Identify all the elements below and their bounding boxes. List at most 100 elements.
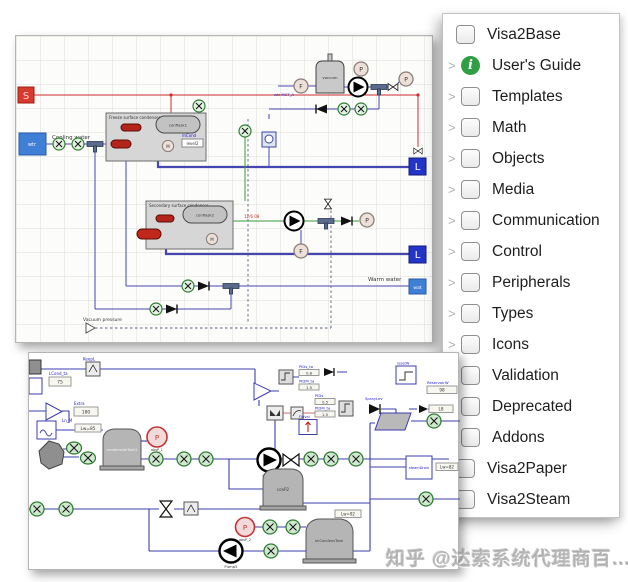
relay-block[interactable] — [278, 369, 294, 385]
tee-fitting-icon[interactable] — [317, 218, 335, 230]
tree-item-visa2base[interactable]: Visa2Base — [443, 19, 619, 50]
valve-icon[interactable] — [58, 501, 74, 517]
tree-item-communication[interactable]: > Communication — [443, 205, 619, 236]
tree-item-visa2steam[interactable]: Visa2Steam — [443, 484, 619, 515]
chevron-right-icon[interactable]: > — [448, 120, 456, 135]
gain-block[interactable] — [253, 382, 273, 401]
flow-gauge-F1[interactable]: F wtr MCT_A — [274, 78, 309, 97]
tree-item-validation[interactable]: Validation — [443, 360, 619, 391]
tree-item-peripherals[interactable]: > Peripherals — [443, 267, 619, 298]
package-icon[interactable] — [461, 366, 480, 385]
positioner-block[interactable] — [183, 501, 199, 516]
condensate-pump-icon[interactable] — [283, 210, 305, 232]
tree-item-visa2paper[interactable]: Visa2Paper — [443, 453, 619, 484]
tree-item-templates[interactable]: > Templates — [443, 81, 619, 112]
package-icon[interactable] — [456, 25, 475, 44]
shutoff-valve-icon[interactable] — [282, 452, 300, 468]
chevron-right-icon[interactable]: > — [448, 151, 456, 166]
tree-item-types[interactable]: > Types — [443, 298, 619, 329]
tree-item-icons[interactable]: > Icons — [443, 329, 619, 360]
vacuum-pressure-signal[interactable]: Vacuum pressure — [83, 317, 122, 334]
air-condens-tank[interactable]: airCondensTank — [302, 518, 357, 564]
heat-exchanger-shape[interactable] — [374, 412, 412, 431]
check-valve-icon[interactable] — [165, 303, 178, 315]
shutoff-valve-icon[interactable] — [387, 83, 399, 91]
warm-water-sink[interactable]: wat Warm water — [368, 277, 427, 295]
cooling-water-source[interactable]: wtr Cooling water — [18, 132, 91, 156]
valve-icon[interactable] — [176, 451, 192, 467]
gain-block[interactable] — [45, 402, 64, 421]
tee-fitting-icon[interactable] — [370, 84, 388, 96]
tee-fitting-icon[interactable] — [222, 283, 240, 295]
package-icon[interactable] — [461, 180, 480, 199]
chevron-right-icon[interactable]: > — [448, 337, 456, 352]
valve-icon[interactable] — [354, 102, 368, 116]
valve-icon[interactable] — [52, 137, 66, 151]
ejector-block[interactable] — [261, 131, 277, 148]
tree-item-objects[interactable]: > Objects — [443, 143, 619, 174]
valve-icon[interactable] — [263, 543, 279, 559]
check-valve-icon[interactable] — [315, 103, 328, 115]
check-valve-icon[interactable] — [197, 280, 210, 292]
package-icon[interactable] — [461, 87, 480, 106]
valve-icon[interactable] — [348, 451, 364, 467]
valve-icon[interactable] — [418, 491, 434, 507]
valve-icon[interactable] — [285, 519, 301, 535]
valve-icon[interactable] — [337, 102, 351, 116]
top-diagram-window[interactable]: S wtr Cooling water L L wat Warm water F… — [15, 35, 433, 343]
spray-check[interactable]: SprayLev — [365, 396, 383, 414]
chevron-right-icon[interactable]: > — [448, 244, 456, 259]
pressure-gauge-red[interactable]: P absP_1 — [146, 426, 168, 452]
package-icon[interactable] — [461, 118, 480, 137]
package-icon[interactable] — [461, 304, 480, 323]
tree-item-deprecated[interactable]: Deprecated — [443, 391, 619, 422]
conp2-tank[interactable]: conP2 — [259, 468, 307, 511]
valve-icon[interactable] — [148, 451, 164, 467]
chevron-right-icon[interactable]: > — [448, 306, 456, 321]
tree-item-math[interactable]: > Math — [443, 112, 619, 143]
condensate-tank[interactable]: condensateTank2 — [99, 428, 145, 471]
package-icon[interactable] — [461, 273, 480, 292]
package-icon[interactable] — [461, 211, 480, 230]
valve-icon[interactable] — [323, 451, 339, 467]
library-tree-panel[interactable]: Visa2Base > i User's Guide > Templates >… — [442, 13, 620, 518]
tee-fitting-icon[interactable] — [86, 141, 104, 153]
secondary-surface-condenser[interactable]: Secondary surface condenser conflask2 M — [136, 200, 234, 250]
flow-gauge-F2[interactable]: F — [293, 243, 309, 259]
check-valve-icon[interactable] — [340, 215, 353, 227]
package-icon[interactable] — [461, 397, 480, 416]
chevron-right-icon[interactable]: > — [448, 213, 456, 228]
valve-icon[interactable] — [71, 137, 85, 151]
chevron-right-icon[interactable]: > — [448, 58, 456, 73]
pressure-gauge-P2[interactable]: P — [398, 71, 414, 87]
level-sink-L2[interactable]: L — [408, 245, 427, 264]
shutoff-valve-icon[interactable] — [158, 500, 174, 518]
vacuum-tank[interactable]: vacuum — [315, 53, 345, 94]
transfer-block[interactable] — [290, 406, 304, 420]
package-icon[interactable] — [461, 242, 480, 261]
pressure-gauge-red[interactable]: P absP_2 — [234, 516, 256, 543]
sensor-icon[interactable] — [238, 124, 252, 138]
return-pump[interactable]: Pump5 — [218, 538, 244, 570]
shutoff-valve-icon[interactable] — [324, 198, 332, 210]
valve-icon[interactable] — [192, 99, 206, 113]
package-icon[interactable] — [461, 149, 480, 168]
steam-source-S[interactable]: S — [17, 86, 35, 104]
pressure-gauge-P3[interactable]: P — [359, 212, 375, 228]
tree-item-media[interactable]: > Media — [443, 174, 619, 205]
water-source-block[interactable] — [36, 420, 57, 440]
valve-icon[interactable] — [198, 451, 214, 467]
valve-block[interactable] — [266, 405, 284, 421]
step-source-block[interactable]: resetW — [395, 362, 417, 385]
relay-block[interactable] — [338, 400, 354, 417]
check-valve-icon[interactable] — [324, 368, 335, 376]
level-sink-L1[interactable]: L — [408, 157, 427, 176]
valve-icon[interactable] — [149, 302, 163, 316]
bottom-diagram-window[interactable]: KeepL LCond_ta 75 Extra 180 Ln_M Lw=85 c… — [28, 352, 460, 570]
chevron-right-icon[interactable]: > — [448, 89, 456, 104]
info-icon[interactable]: i — [461, 56, 480, 75]
tree-item-user-s-guide[interactable]: > i User's Guide — [443, 50, 619, 81]
valve-icon[interactable] — [426, 413, 442, 429]
edge-block[interactable] — [29, 359, 43, 395]
vacuum-pump-icon[interactable] — [347, 76, 369, 98]
